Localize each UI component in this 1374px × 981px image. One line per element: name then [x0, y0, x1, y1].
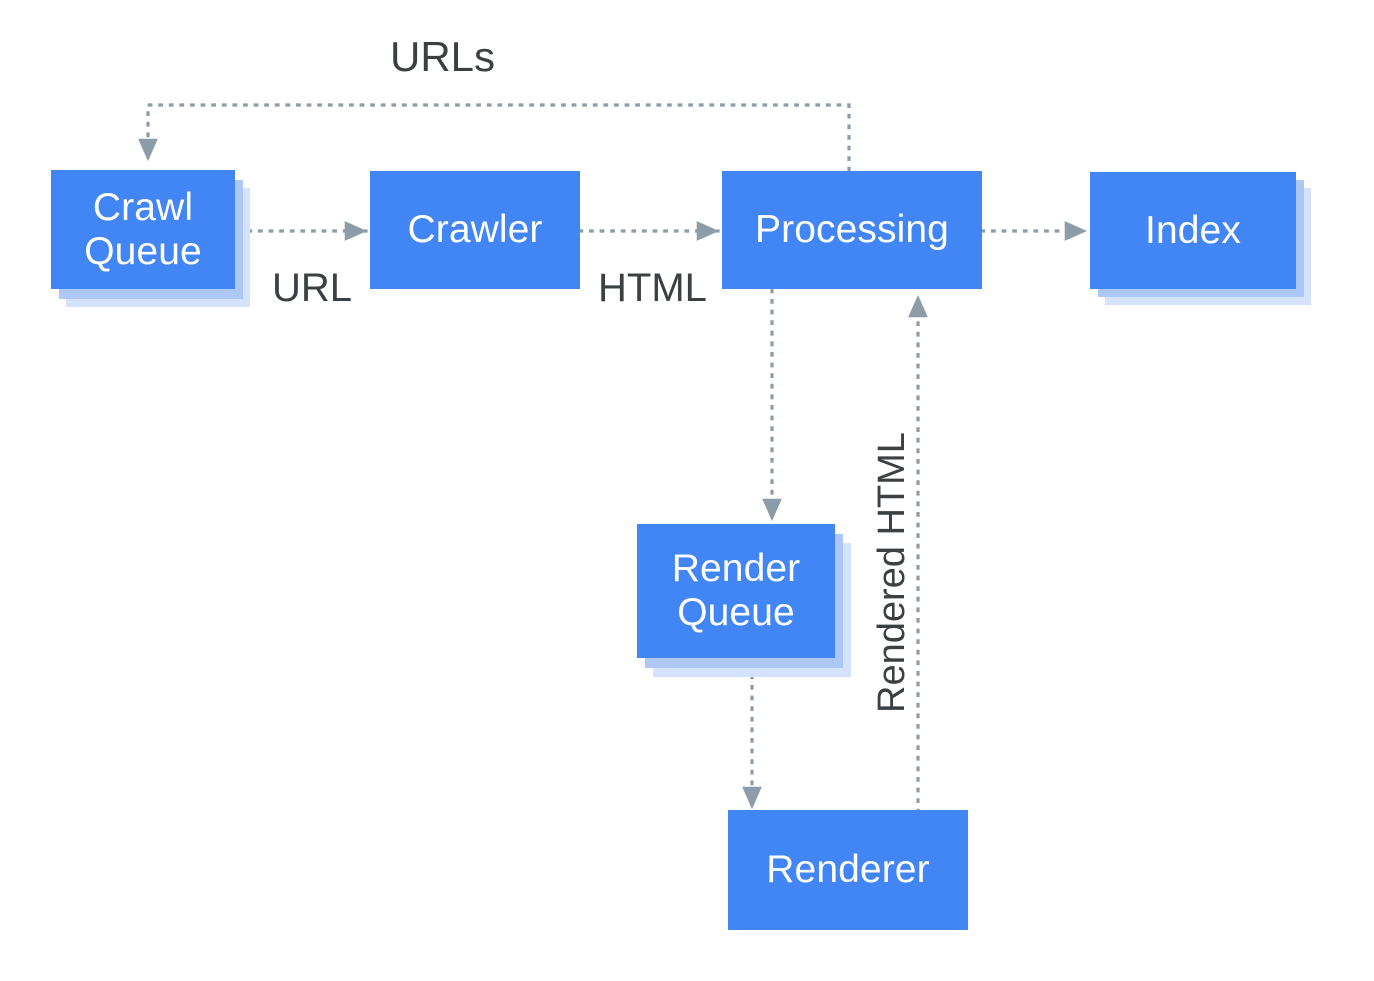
edge-label-url: URL	[272, 266, 353, 310]
edge-label-urls: URLs	[390, 33, 496, 80]
node-render-queue[interactable]: Render Queue	[637, 524, 835, 658]
node-crawler[interactable]: Crawler	[370, 171, 580, 289]
node-renderer[interactable]: Renderer	[728, 810, 968, 930]
node-crawl-queue[interactable]: Crawl Queue	[51, 170, 235, 289]
edge-urls	[138, 103, 851, 172]
node-processing[interactable]: Processing	[722, 171, 982, 289]
edge-label-html: HTML	[598, 266, 707, 310]
node-index[interactable]: Index	[1090, 172, 1296, 289]
edge-label-rendered-html: Rendered HTML	[871, 432, 913, 713]
